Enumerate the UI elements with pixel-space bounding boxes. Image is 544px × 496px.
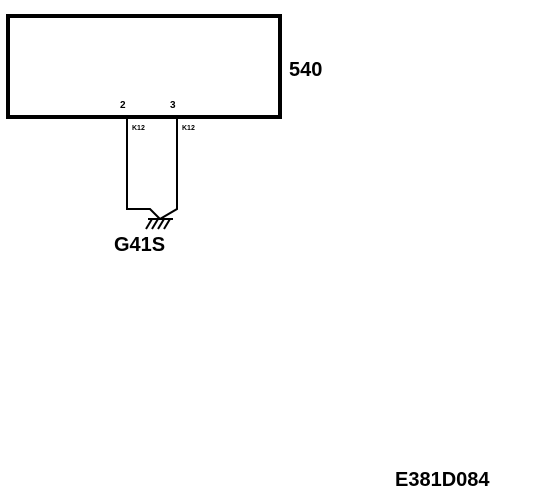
component-box	[6, 14, 282, 119]
pin-label-2: 2	[120, 100, 126, 111]
wire-label-pin-2: K12	[132, 125, 145, 132]
wire-pin-2	[126, 118, 161, 220]
wire-label-pin-3: K12	[182, 125, 195, 132]
ground-label: G41S	[114, 234, 165, 256]
pin-label-3: 3	[170, 100, 176, 111]
component-label: 540	[289, 59, 322, 81]
wire-pin-3	[159, 118, 178, 220]
figure-id: E381D084	[395, 469, 490, 491]
ground-symbol-icon	[145, 218, 173, 230]
